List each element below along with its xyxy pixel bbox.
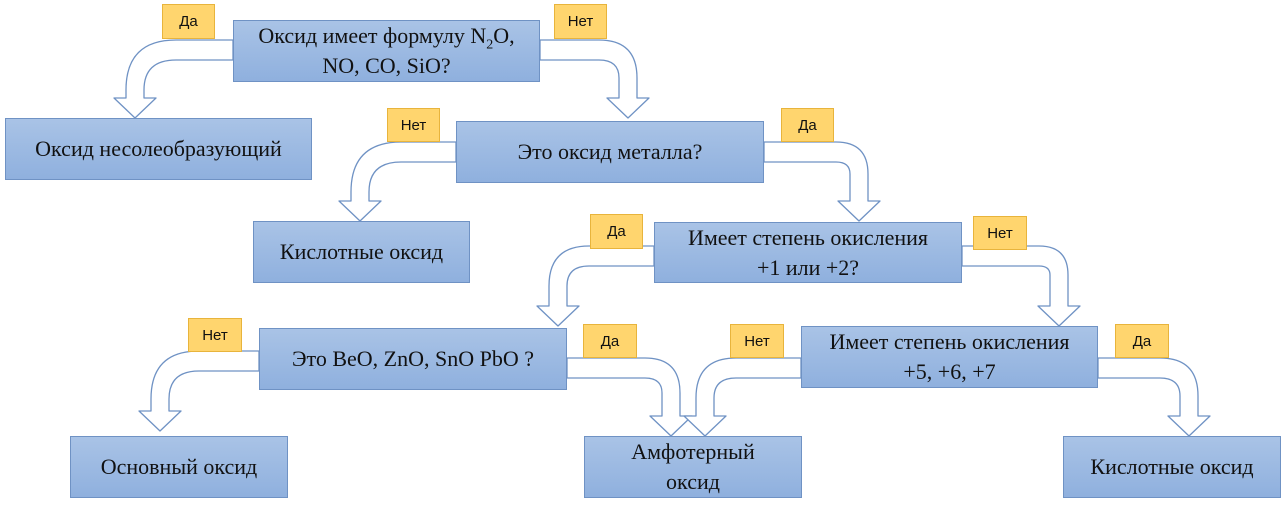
question-metal-box: Это оксид металла? xyxy=(456,121,764,183)
question-oxidation-low-text: Имеет степень окисления +1 или +2? xyxy=(687,224,929,280)
question-oxidation-high-text: Имеет степень окисления +5, +6, +7 xyxy=(829,329,1070,384)
result-basic-text: Основный оксид xyxy=(100,454,258,479)
question-formula-text: Оксид имеет формулу N2O, NO, CO, SiO? xyxy=(258,23,515,78)
arrow-q5-no xyxy=(683,357,802,437)
question-formula-box: Оксид имеет формулу N2O, NO, CO, SiO? xyxy=(233,20,540,82)
label-q3-no: Нет xyxy=(973,216,1027,250)
arrow-q1-no xyxy=(539,39,650,119)
arrow-q2-no xyxy=(338,141,457,222)
result-amphoteric-text: Амфотерный оксид xyxy=(631,439,755,494)
question-oxidation-low-box: Имеет степень окисления +1 или +2? xyxy=(654,222,962,283)
result-acidic-2-box: Кислотные оксид xyxy=(1063,436,1281,498)
result-basic-box: Основный оксид xyxy=(70,436,288,498)
result-nonsalt-text: Оксид несолеобразующий xyxy=(35,136,282,161)
label-q3-yes: Да xyxy=(590,214,643,249)
arrow-q3-yes xyxy=(536,245,655,327)
label-q2-yes: Да xyxy=(781,108,834,142)
arrow-q4-no xyxy=(138,350,260,432)
question-metal-text: Это оксид металла? xyxy=(517,139,703,164)
label-q1-no: Нет xyxy=(554,4,607,39)
label-q4-no: Нет xyxy=(188,318,242,352)
result-acidic-1-text: Кислотные оксид xyxy=(279,239,444,264)
result-nonsalt-box: Оксид несолеобразующий xyxy=(5,118,312,180)
question-amphoteric-list-text: Это BeO, ZnO, SnO PbO ? xyxy=(291,346,534,371)
label-q2-no: Нет xyxy=(387,108,440,142)
result-amphoteric-box: Амфотерный оксид xyxy=(584,436,802,498)
label-q1-yes: Да xyxy=(162,4,215,39)
question-oxidation-high-box: Имеет степень окисления +5, +6, +7 xyxy=(801,326,1098,388)
arrow-q3-no xyxy=(961,245,1081,327)
arrow-q1-yes xyxy=(113,39,234,119)
question-amphoteric-list-box: Это BeO, ZnO, SnO PbO ? xyxy=(259,328,567,390)
result-acidic-1-box: Кислотные оксид xyxy=(253,221,470,283)
label-q5-no: Нет xyxy=(730,324,784,358)
label-q4-yes: Да xyxy=(583,324,637,358)
arrow-q4-yes xyxy=(566,357,693,437)
arrow-q5-yes xyxy=(1097,357,1211,437)
arrow-q2-yes xyxy=(763,141,881,222)
result-acidic-2-text: Кислотные оксид xyxy=(1090,454,1254,479)
label-q5-yes: Да xyxy=(1115,324,1169,358)
